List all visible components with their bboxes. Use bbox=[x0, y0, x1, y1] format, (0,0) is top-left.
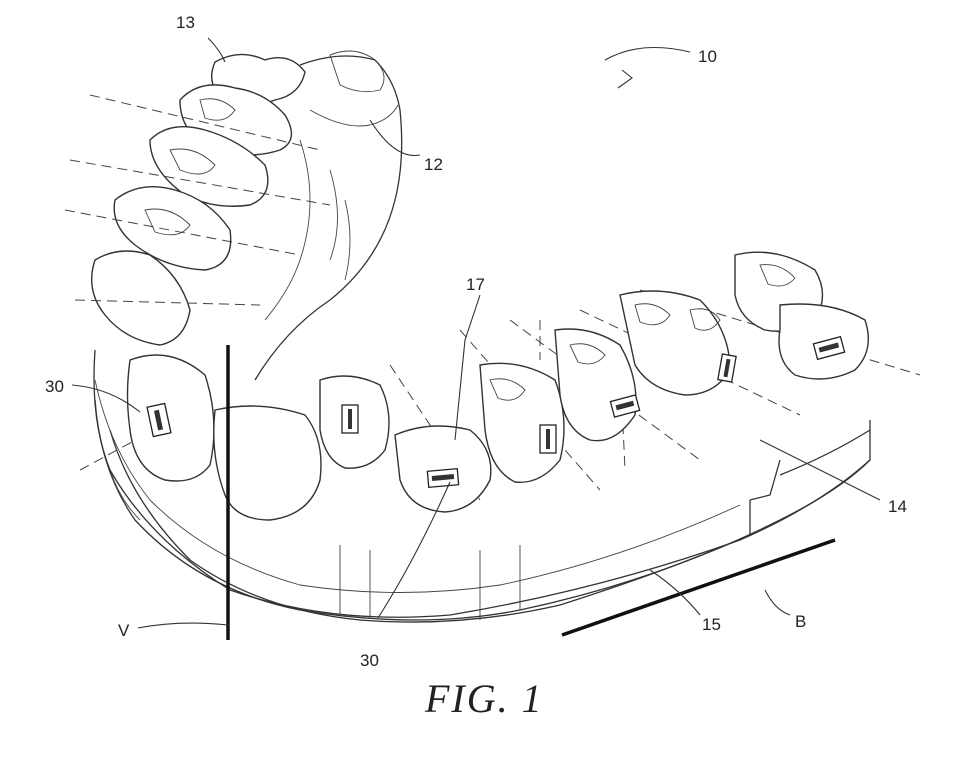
arch-wall-12 bbox=[255, 56, 402, 380]
label-v: V bbox=[118, 621, 130, 640]
label-30-left: 30 bbox=[45, 377, 64, 396]
label-b: B bbox=[795, 612, 806, 631]
posterior-teeth-left bbox=[92, 51, 384, 345]
label-12: 12 bbox=[424, 155, 443, 174]
label-10: 10 bbox=[698, 47, 717, 66]
figure-caption: FIG. 1 bbox=[424, 676, 544, 721]
label-17: 17 bbox=[466, 275, 485, 294]
label-14: 14 bbox=[888, 497, 907, 516]
label-15: 15 bbox=[702, 615, 721, 634]
label-30-bottom: 30 bbox=[360, 651, 379, 670]
anterior-teeth bbox=[128, 252, 869, 520]
label-13: 13 bbox=[176, 13, 195, 32]
